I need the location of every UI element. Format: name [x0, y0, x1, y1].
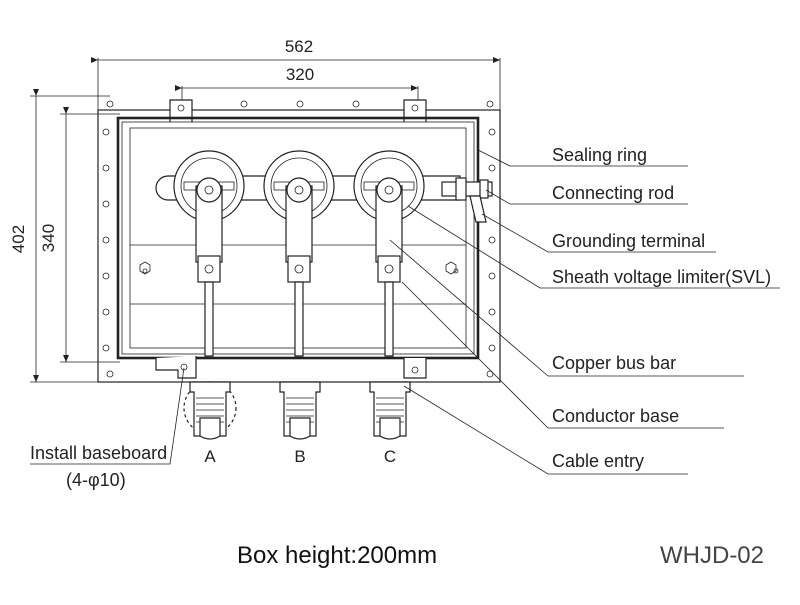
dim-562-label: 562 [285, 37, 313, 56]
cable-entry-b [279, 381, 321, 440]
phase-label-b: B [294, 447, 305, 466]
inner-screws [139, 261, 459, 275]
callout-copper-bus-bar: Copper bus bar [552, 353, 676, 373]
dimension-width-overall: 562 [91, 37, 501, 110]
leader-lines [30, 149, 780, 475]
lifting-tabs [169, 99, 427, 122]
connecting-rod-assembly [441, 177, 493, 223]
cable-entry-c [369, 381, 411, 440]
dim-320-label: 320 [286, 65, 314, 84]
cable-entries [183, 381, 411, 440]
callout-conductor-base: Conductor base [552, 406, 679, 426]
callout-sealing-ring: Sealing ring [552, 145, 647, 165]
phase-c-assembly [353, 150, 425, 357]
dim-402-label: 402 [9, 225, 28, 253]
callout-install-spec: (4-φ10) [66, 470, 126, 490]
callout-cable-entry: Cable entry [552, 451, 644, 471]
dimension-height-overall: 402 [9, 89, 110, 383]
phase-assemblies [173, 150, 425, 357]
phase-label-a: A [204, 447, 216, 466]
sealing-ring-frame [116, 116, 480, 360]
phase-a-assembly [173, 150, 245, 357]
dim-340-label: 340 [39, 224, 58, 252]
callout-install-baseboard: Install baseboard [30, 443, 167, 463]
callout-grounding-terminal: Grounding terminal [552, 231, 705, 251]
dimension-height-inner: 340 [39, 107, 120, 363]
callout-svl: Sheath voltage limiter(SVL) [552, 267, 771, 287]
phase-label-c: C [384, 447, 396, 466]
dimension-width-inner: 320 [175, 65, 419, 110]
box-height-caption: Box height:200mm [237, 542, 437, 569]
model-number: WHJD-02 [660, 542, 764, 569]
callout-connecting-rod: Connecting rod [552, 183, 674, 203]
install-baseboard [155, 356, 427, 379]
phase-b-assembly [263, 150, 335, 357]
cable-entry-a [183, 381, 237, 440]
flange-holes [102, 100, 496, 378]
